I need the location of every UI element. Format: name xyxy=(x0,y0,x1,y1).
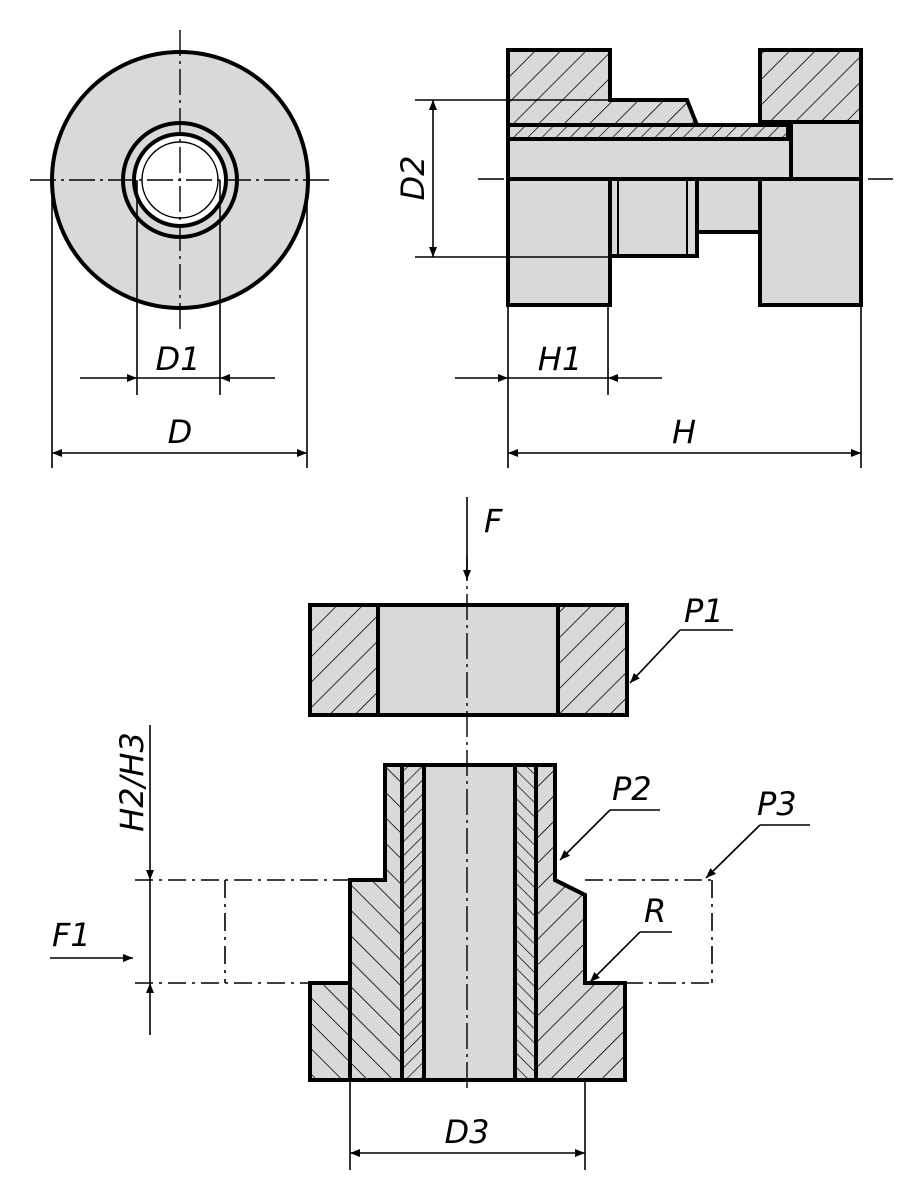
d-label: D xyxy=(168,413,193,451)
force-f-label: F xyxy=(484,502,503,540)
d3-label: D3 xyxy=(445,1113,490,1151)
p3-label: P3 xyxy=(757,785,797,823)
r-leader-arrow xyxy=(589,931,641,983)
bush-bore xyxy=(422,763,517,1082)
p3-leader-arrow xyxy=(705,824,761,879)
r-label: R xyxy=(644,892,666,930)
bore-right-step xyxy=(789,120,863,181)
lower-neck xyxy=(695,177,762,234)
bush-upper-left-hatch xyxy=(348,763,404,1082)
test-setup-view: F P1 H2/H3 F1 P2 xyxy=(50,497,810,1170)
lower-left-flange xyxy=(506,177,612,307)
pressing-ring-bore xyxy=(376,603,560,717)
liner-right-hatch xyxy=(513,763,538,1082)
bush-right-hatch xyxy=(534,763,627,1082)
bore-band xyxy=(506,137,793,181)
p2-leader-arrow xyxy=(559,809,611,861)
liner-left-hatch xyxy=(400,763,426,1082)
pressing-ring-left-hatch xyxy=(308,603,380,717)
d2-label: D2 xyxy=(394,156,432,201)
lower-bushing xyxy=(608,177,699,258)
force-f1-label: F1 xyxy=(52,916,91,954)
pressing-ring-right-hatch xyxy=(556,603,629,717)
bushing-hatch-strip xyxy=(506,123,790,141)
side-section-view: D2 H1 H xyxy=(394,48,893,468)
p2-label: P2 xyxy=(612,770,652,808)
bush-flange-left-hatch xyxy=(308,981,352,1082)
upper-left-hatch xyxy=(506,48,700,127)
h-label: H xyxy=(672,413,696,451)
h2h3-label: H2/H3 xyxy=(113,732,151,832)
d1-label: D1 xyxy=(156,340,201,378)
p1-leader-arrow xyxy=(629,629,681,684)
lower-right-flange xyxy=(758,177,863,307)
upper-right-hatch xyxy=(758,48,863,124)
front-view: D1 D xyxy=(30,30,330,468)
p1-label: P1 xyxy=(684,592,724,630)
h1-label: H1 xyxy=(538,340,582,378)
